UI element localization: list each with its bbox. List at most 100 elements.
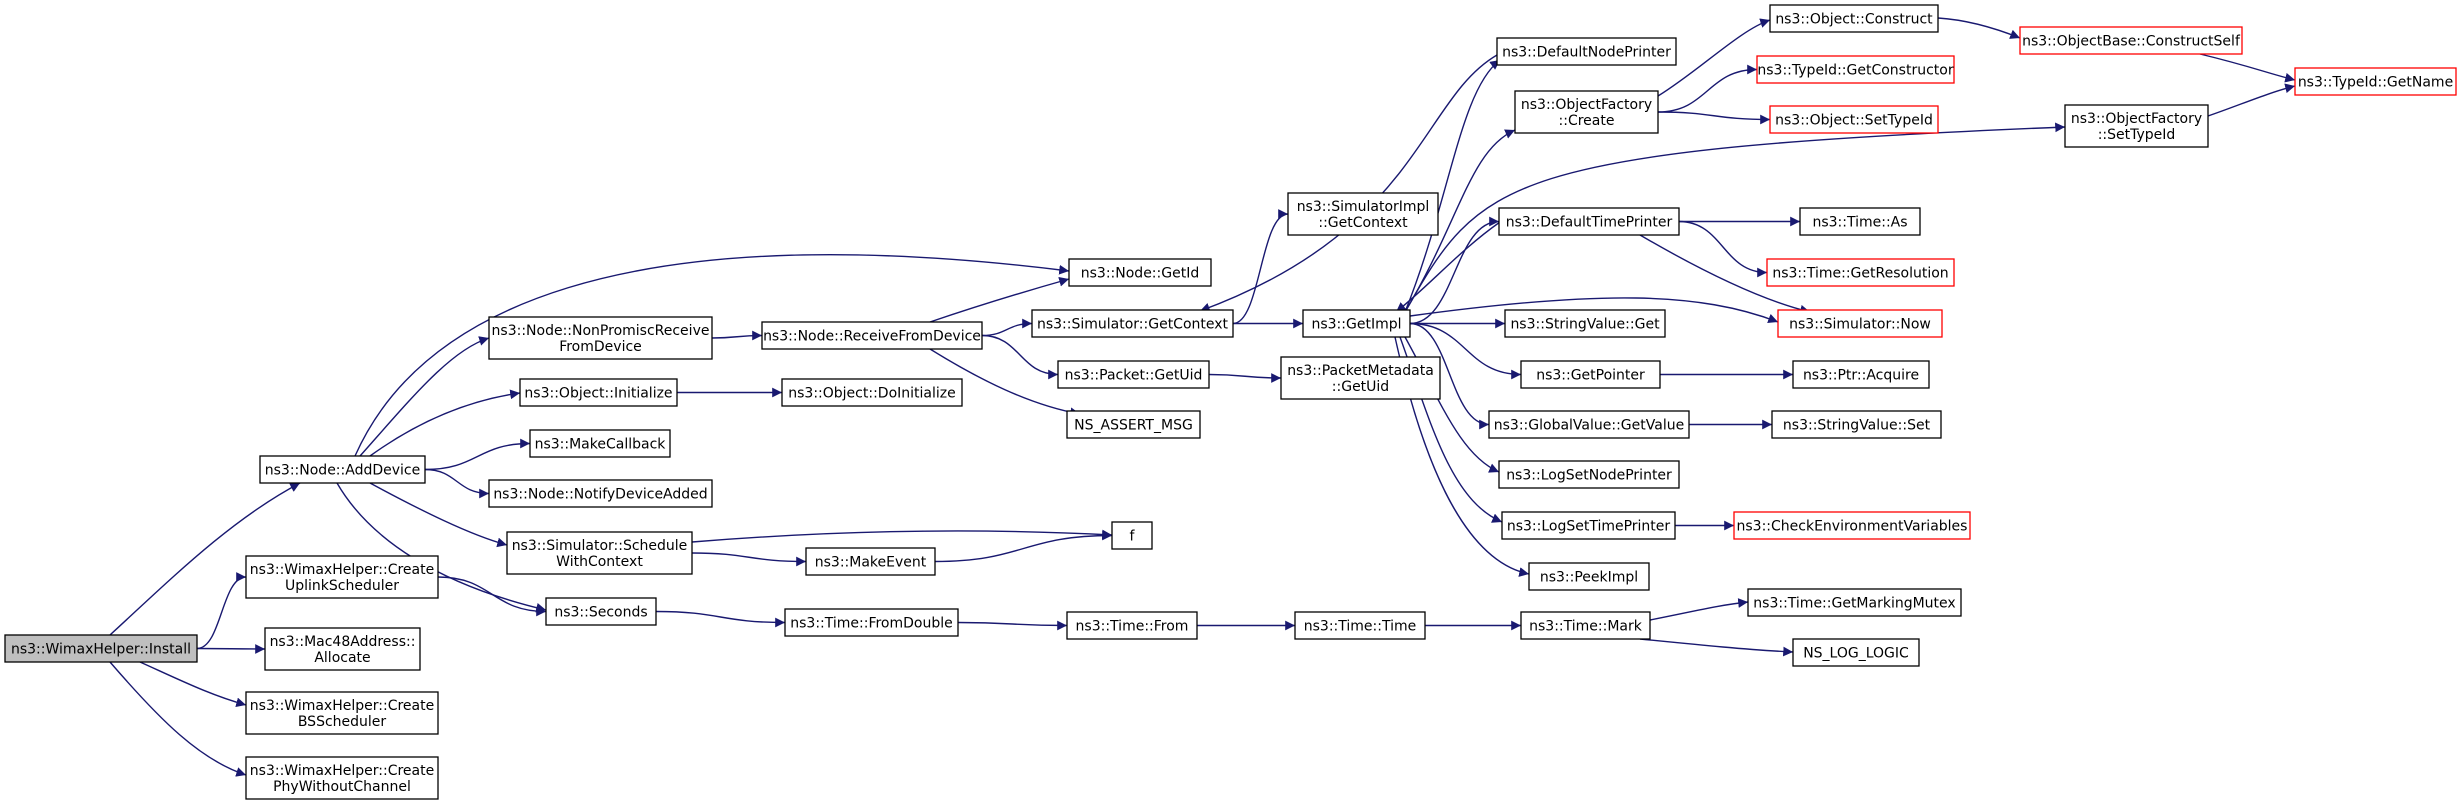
node-notifyadded[interactable]: ns3::Node::NotifyDeviceAdded [488, 479, 713, 508]
node-timetime[interactable]: ns3::Time::Time [1294, 611, 1426, 640]
node-objfactcreate[interactable]: ns3::ObjectFactory::Create [1514, 90, 1659, 134]
edge-line [1208, 373, 1282, 383]
node-timemark[interactable]: ns3::Time::Mark [1520, 611, 1651, 640]
node-box [529, 429, 671, 458]
edge-line [1937, 17, 2021, 39]
node-mac48alloc[interactable]: ns3::Mac48Address::Allocate [264, 627, 421, 671]
node-box [805, 547, 936, 576]
edges-layer [109, 17, 2296, 777]
node-seconds[interactable]: ns3::Seconds [545, 597, 657, 626]
edge-line [424, 438, 531, 471]
edge-getimpl-to-objfactsettypeid [1404, 122, 2066, 313]
edge-uplinksched-to-seconds [437, 576, 547, 617]
edge-line [957, 620, 1068, 631]
node-defnodeprinter[interactable]: ns3::DefaultNodePrinter [1496, 37, 1677, 66]
edge-recvfromdev-to-pktgetuid [981, 334, 1059, 380]
edge-line [929, 348, 1081, 418]
edge-line [359, 336, 490, 457]
edge-objfactsettypeid-to-typeidgetname [2207, 83, 2296, 117]
node-adddevice[interactable]: ns3::Node::AddDevice [259, 455, 426, 484]
node-objsettypeid[interactable]: ns3::Object::SetTypeId [1769, 105, 1939, 134]
node-label: ns3::Node::ReceiveFromDevice [763, 329, 981, 345]
node-makecallback[interactable]: ns3::MakeCallback [529, 429, 671, 458]
node-getmarkmutex[interactable]: ns3::Time::GetMarkingMutex [1747, 588, 1962, 617]
edge-getimpl-to-objfactcreate [1404, 129, 1516, 313]
edge-line [1639, 234, 1811, 315]
node-box [1747, 588, 1962, 617]
node-simimplgetctx[interactable]: ns3::SimulatorImpl::GetContext [1287, 192, 1439, 236]
edge-line [981, 334, 1059, 380]
edge-deftimeprinter-to-getimpl [1395, 221, 1501, 313]
node-box [1520, 611, 1651, 640]
node-peekimpl[interactable]: ns3::PeekImpl [1528, 562, 1650, 591]
node-logsettime[interactable]: ns3::LogSetTimePrinter [1501, 511, 1676, 540]
node-label: ns3::WimaxHelper::Create [250, 698, 434, 714]
edge-line [1657, 64, 1758, 113]
edge-line [1199, 54, 1498, 313]
edge-timemark-to-nsloglogic [1639, 638, 1794, 657]
node-stringvalget[interactable]: ns3::StringValue::Get [1504, 309, 1666, 338]
node-label: ns3::ObjectFactory [1521, 97, 1652, 113]
node-label: ns3::WimaxHelper::Create [250, 763, 434, 779]
edge-makeevent-to-f [934, 530, 1113, 563]
node-recvfromdev[interactable]: ns3::Node::ReceiveFromDevice [761, 321, 983, 350]
node-getid[interactable]: ns3::Node::GetId [1068, 258, 1212, 287]
node-getpointer[interactable]: ns3::GetPointer [1520, 360, 1661, 389]
edge-line [1409, 322, 1490, 430]
node-label: ::GetUid [1332, 379, 1389, 395]
node-objconstruct[interactable]: ns3::Object::Construct [1769, 4, 1939, 33]
node-fromdouble[interactable]: ns3::Time::FromDouble [784, 608, 959, 637]
node-label: ::Create [1559, 113, 1615, 129]
node-simgetctx[interactable]: ns3::Simulator::GetContext [1031, 309, 1234, 338]
node-objbasector[interactable]: ns3::ObjectBase::ConstructSelf [2019, 26, 2243, 55]
node-deftimeprinter[interactable]: ns3::DefaultTimePrinter [1498, 207, 1680, 236]
node-f[interactable]: f [1111, 521, 1153, 550]
edge-recvfromdev-to-simgetctx [981, 318, 1033, 337]
node-pktgetuid[interactable]: ns3::Packet::GetUid [1057, 360, 1210, 389]
edge-line [1395, 221, 1501, 313]
node-label: ns3::GlobalValue::GetValue [1494, 418, 1684, 434]
node-stringvalset[interactable]: ns3::StringValue::Set [1771, 410, 1942, 439]
node-install[interactable]: ns3::WimaxHelper::Install [4, 634, 198, 663]
edge-recvfromdev-to-nsassert [929, 348, 1081, 418]
node-label: ::SetTypeId [2098, 127, 2176, 143]
node-makeevent[interactable]: ns3::MakeEvent [805, 547, 936, 576]
node-getimpl[interactable]: ns3::GetImpl [1302, 309, 1411, 338]
node-doinit[interactable]: ns3::Object::DoInitialize [781, 378, 963, 407]
node-typeidgetname[interactable]: ns3::TypeId::GetName [2294, 67, 2457, 96]
node-timegetres[interactable]: ns3::Time::GetResolution [1766, 258, 1955, 287]
node-nsloglogic[interactable]: NS_LOG_LOGIC [1792, 638, 1920, 667]
edge-line [711, 330, 763, 341]
node-box [1766, 258, 1955, 287]
node-timeas[interactable]: ns3::Time::As [1799, 207, 1921, 236]
node-label: ns3::Node::NotifyDeviceAdded [493, 487, 707, 503]
node-pktmetagetuid[interactable]: ns3::PacketMetadata::GetUid [1280, 356, 1441, 400]
node-label: ns3::ObjectFactory [2071, 111, 2202, 127]
node-objfactsettypeid[interactable]: ns3::ObjectFactory::SetTypeId [2064, 104, 2209, 148]
node-globalvalget[interactable]: ns3::GlobalValue::GetValue [1488, 410, 1690, 439]
node-checkenv[interactable]: ns3::CheckEnvironmentVariables [1733, 511, 1971, 540]
node-objinit[interactable]: ns3::Object::Initialize [519, 378, 678, 407]
node-simnow[interactable]: ns3::Simulator::Now [1777, 309, 1943, 338]
node-ptracquire[interactable]: ns3::Ptr::Acquire [1792, 360, 1930, 389]
node-label: ns3::Time::As [1812, 215, 1907, 231]
node-box [1111, 521, 1153, 550]
node-logsetnode[interactable]: ns3::LogSetNodePrinter [1498, 460, 1680, 489]
node-box [1528, 562, 1650, 591]
node-typeidgetctor[interactable]: ns3::TypeId::GetConstructor [1756, 55, 1955, 84]
node-timefrom[interactable]: ns3::Time::From [1066, 611, 1198, 640]
node-label: ns3::Time::Mark [1529, 619, 1643, 635]
node-phywochan[interactable]: ns3::WimaxHelper::CreatePhyWithoutChanne… [245, 756, 439, 800]
edge-defnodeprinter-to-simgetctx [1199, 54, 1498, 313]
node-box [2294, 67, 2457, 96]
node-box [245, 691, 439, 735]
node-label: ns3::WimaxHelper::Create [250, 562, 434, 578]
node-box [2064, 104, 2209, 148]
node-box [1280, 356, 1441, 400]
edge-getimpl-to-getpointer [1409, 322, 1522, 380]
node-nsassert[interactable]: NS_ASSERT_MSG [1066, 410, 1201, 439]
